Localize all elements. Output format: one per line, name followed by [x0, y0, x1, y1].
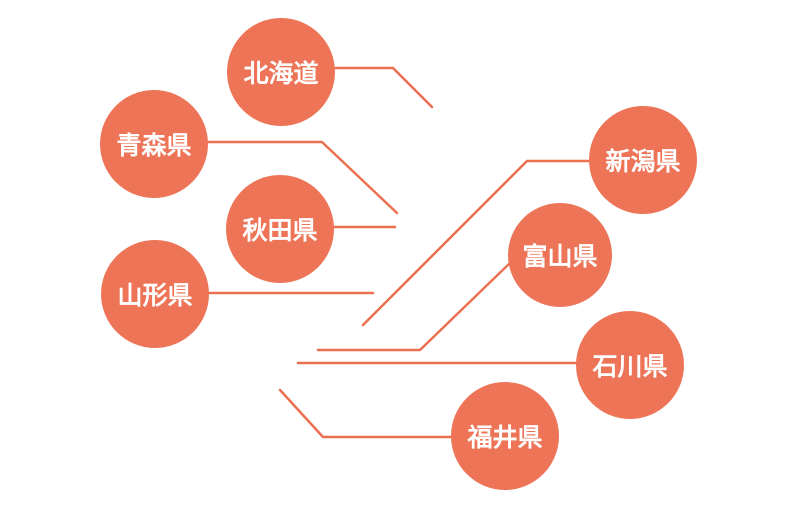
label-bubble-fukui: 福井県 [451, 382, 559, 490]
label-bubble-hokkaido: 北海道 [227, 18, 335, 126]
label-text-aomori: 青森県 [116, 132, 192, 160]
label-text-ishikawa: 石川県 [592, 353, 668, 381]
label-bubble-akita: 秋田県 [226, 175, 334, 283]
label-text-akita: 秋田県 [242, 217, 318, 245]
leader-line-hokkaido [333, 66, 434, 109]
label-bubble-ishikawa: 石川県 [576, 311, 684, 419]
label-text-hokkaido: 北海道 [243, 60, 319, 88]
leader-line-fukui [278, 388, 454, 439]
label-bubble-yamagata: 山形県 [101, 240, 209, 348]
label-text-toyama: 富山県 [522, 243, 598, 271]
label-bubble-aomori: 青森県 [100, 90, 208, 198]
label-bubble-niigata: 新潟県 [589, 106, 697, 214]
leader-line-aomori [204, 140, 399, 215]
leader-line-niigata [361, 159, 592, 327]
label-text-fukui: 福井県 [467, 424, 543, 452]
leader-line-toyama [316, 260, 513, 352]
label-bubble-toyama: 富山県 [508, 203, 612, 307]
label-text-niigata: 新潟県 [605, 148, 681, 176]
label-text-yamagata: 山形県 [117, 282, 193, 310]
